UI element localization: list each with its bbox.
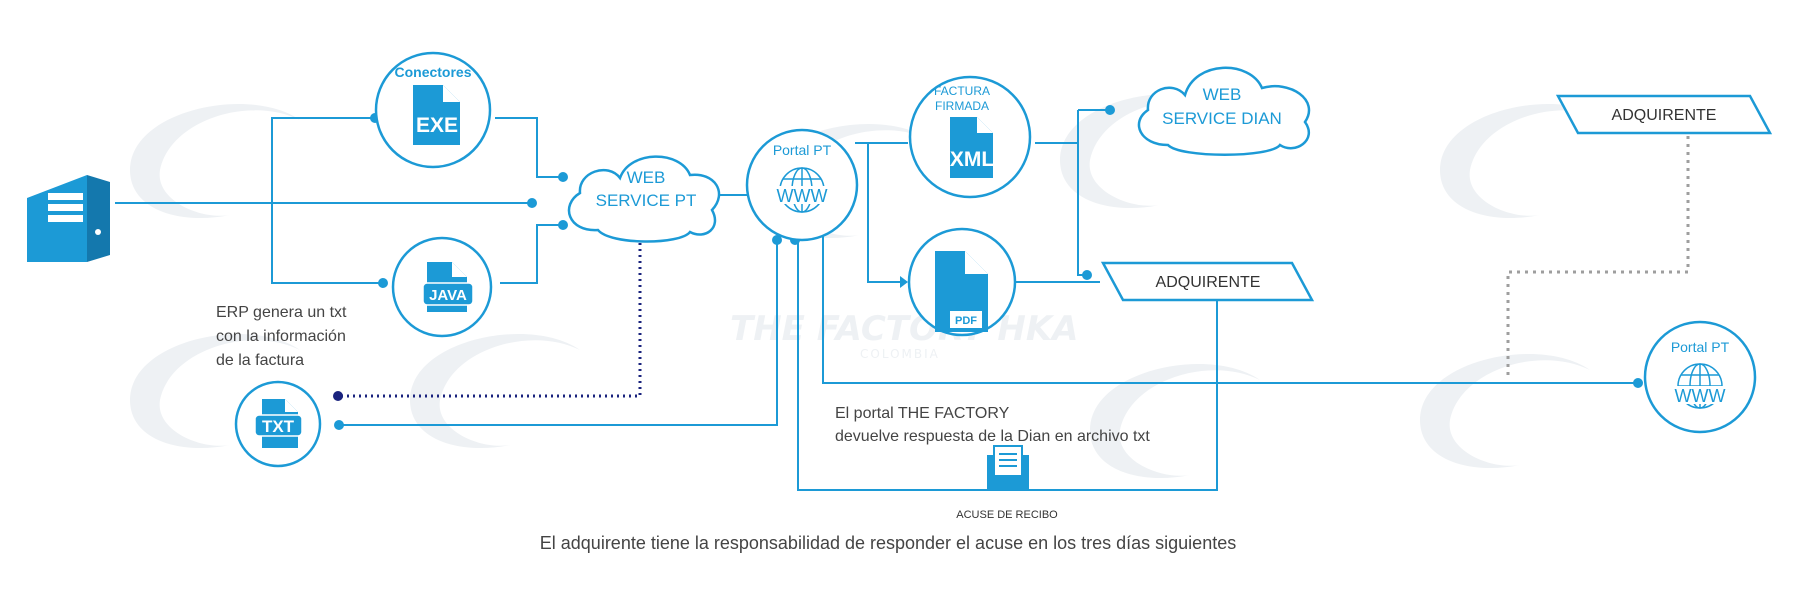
xml-label: XML — [950, 148, 995, 171]
web-service-pt-line1: WEB — [627, 168, 666, 187]
pdf-node: PDF — [907, 227, 1017, 337]
watermark-country: COLOMBIA — [860, 347, 940, 361]
background-decoration: THE FACTORY HKA COLOMBIA — [130, 94, 1610, 478]
erp-caption-line2: con la información — [216, 328, 346, 345]
txt-label: TXT — [262, 417, 295, 436]
acuse-label: ACUSE DE RECIBO — [956, 509, 1058, 521]
web-service-pt-line2: SERVICE PT — [596, 191, 697, 210]
acuse-envelope-icon — [987, 445, 1029, 489]
java-node: JAVA — [391, 236, 493, 338]
portal-pt-right-label: Portal PT — [1671, 339, 1730, 355]
adquirente-box-middle: ADQUIRENTE — [1100, 261, 1315, 302]
portal-pt-node: Portal PT WWW — [745, 128, 859, 242]
web-service-dian-line1: WEB — [1203, 85, 1242, 104]
pdf-arrow — [900, 276, 908, 288]
portal-response-caption-line1: El portal THE FACTORY — [835, 405, 1010, 422]
portal-pt-right-node: Portal PT WWW — [1643, 320, 1757, 434]
exe-connector-node: Conectores EXE — [374, 51, 492, 169]
adquirente-response-dotted-line — [1506, 132, 1690, 375]
adquirente-middle-label: ADQUIRENTE — [1156, 274, 1261, 291]
watermark-brand: THE FACTORY HKA — [730, 309, 1079, 349]
web-service-pt-cloud: WEB SERVICE PT — [567, 155, 721, 243]
pdf-label: PDF — [955, 315, 977, 327]
www-right-label: WWW — [1675, 386, 1726, 406]
footer-caption: El adquirente tiene la responsabilidad d… — [540, 533, 1236, 553]
connectors-label: Conectores — [394, 64, 471, 80]
factura-firmada-line2: FIRMADA — [935, 99, 989, 113]
factura-firmada-node: FACTURA FIRMADA XML — [908, 75, 1032, 199]
factura-firmada-line1: FACTURA — [934, 84, 990, 98]
txt-node: TXT — [234, 380, 322, 468]
web-service-dian-cloud: WEB SERVICE DIAN — [1137, 66, 1311, 156]
txt-dark-dot — [333, 391, 343, 401]
server-icon — [27, 175, 110, 262]
erp-caption-line3: de la factura — [216, 352, 304, 369]
erp-caption-line1: ERP genera un txt — [216, 304, 347, 321]
adquirente-top-label: ADQUIRENTE — [1612, 107, 1717, 124]
exe-label: EXE — [416, 114, 458, 137]
java-label: JAVA — [429, 287, 467, 304]
txt-dotted-line — [338, 225, 642, 398]
adquirente-box-top-right: ADQUIRENTE — [1555, 94, 1773, 135]
portal-response-caption-line2: devuelve respuesta de la Dian en archivo… — [835, 428, 1150, 445]
web-service-dian-line2: SERVICE DIAN — [1162, 109, 1282, 128]
connector-lines — [115, 109, 1640, 491]
www-label: WWW — [777, 186, 828, 206]
portal-pt-label: Portal PT — [773, 142, 832, 158]
